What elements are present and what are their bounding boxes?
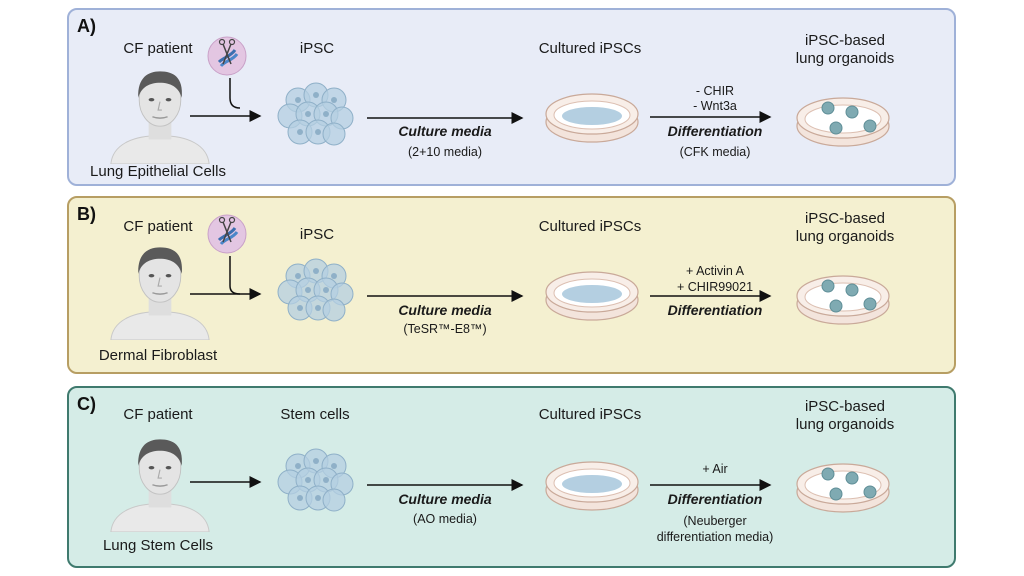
patient-label: CF patient [123,218,193,235]
stem-cell-cluster-icon [277,448,354,512]
cultured-label: Cultured iPSCs [538,406,642,423]
step2-below-1: (CFK media) [679,145,751,159]
patient-icon [110,70,210,164]
result-label-1: iPSC-based [804,210,886,227]
panel-label: A) [77,16,96,36]
step2-above-1: + Air [702,462,728,476]
gene-editing-scissors-icon [207,36,247,76]
step2-above-2: - Wnt3a [693,99,737,113]
result-label-2: lung organoids [795,50,895,67]
organoid-dish-icon [796,463,890,513]
result-label-2: lung organoids [795,228,895,245]
cell-colony-dots [562,107,622,125]
step1-main-label: Culture media [398,491,492,507]
step2-above-2: + CHIR99021 [676,280,754,294]
cells-label: Stem cells [280,406,350,423]
organoid-dish-icon [796,275,890,325]
panel-label: B) [77,204,96,224]
panel-a: A) [67,8,956,186]
step2-above-1: + Activin A [685,264,745,278]
ipsc-cluster-icon [277,258,354,322]
step1-sub-label: (AO media) [413,512,477,526]
cultured-label: Cultured iPSCs [538,40,642,57]
cultured-label: Cultured iPSCs [538,218,642,235]
patient-label: CF patient [123,40,193,57]
step2-below-2: differentiation media) [656,530,774,544]
result-label-1: iPSC-based [804,32,886,49]
cells-label: iPSC [299,40,335,57]
step1-main-label: Culture media [398,302,492,318]
step2-main-label: Differentiation [667,123,763,139]
step2-below-1: (Neuberger [683,514,747,528]
cells-label: iPSC [299,226,335,243]
step1-sub-label: (TeSR™-E8™) [403,322,487,336]
gene-editing-scissors-icon [207,214,247,254]
result-label-1: iPSC-based [804,398,886,415]
step2-above-1: - CHIR [695,84,735,98]
source-cell-label: Lung Epithelial Cells [90,163,226,180]
step2-main-label: Differentiation [667,302,763,318]
panel-label: C) [77,394,96,414]
source-cell-label: Lung Stem Cells [102,537,214,554]
result-label-2: lung organoids [795,416,895,433]
step1-main-label: Culture media [398,123,492,139]
patient-icon [110,438,210,532]
step2-main-label: Differentiation [667,491,763,507]
ipsc-cluster-icon [277,82,354,146]
patient-label: CF patient [123,406,193,423]
source-cell-label: Dermal Fibroblast [98,347,218,364]
organoid-dish-icon [796,97,890,147]
step1-sub-label: (2+10 media) [408,145,482,159]
